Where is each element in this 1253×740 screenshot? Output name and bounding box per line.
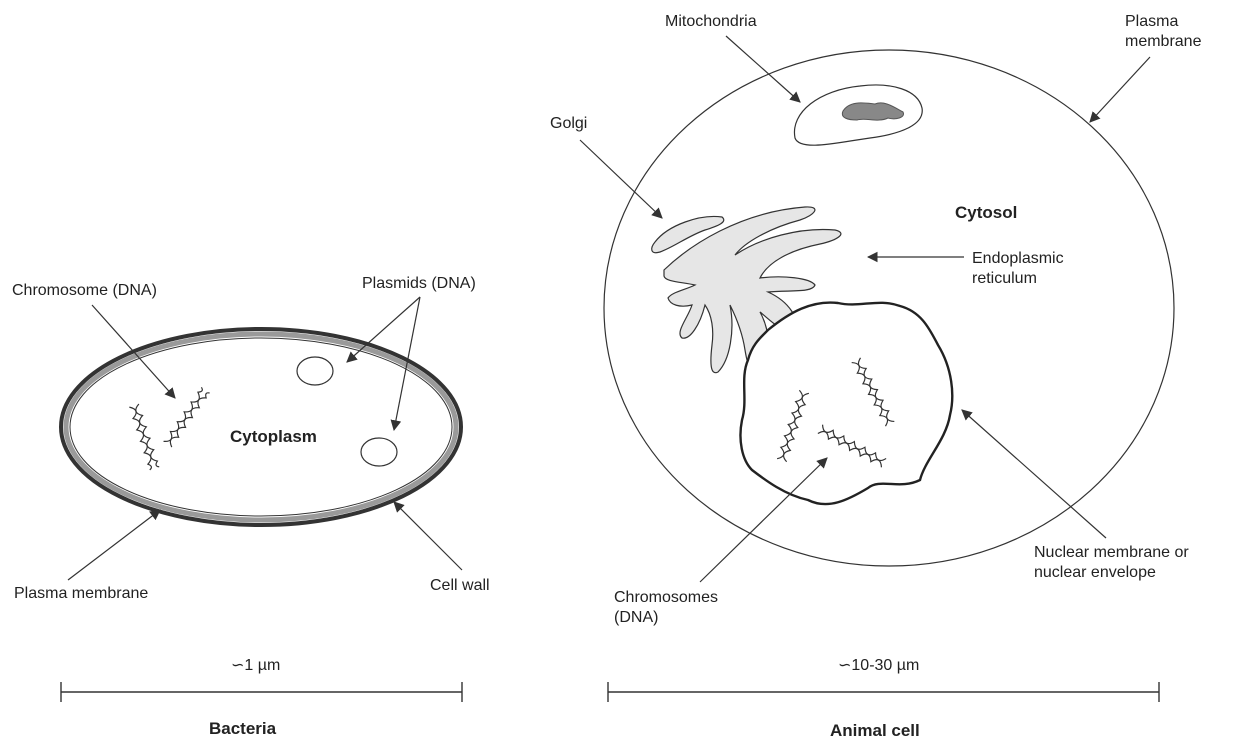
er-label-1: Endoplasmic: [972, 250, 1064, 267]
nuclear-membrane-label-2: nuclear envelope: [1034, 564, 1156, 581]
golgi-label: Golgi: [550, 115, 587, 132]
bacteria-chromosome-helix: [164, 387, 210, 447]
mitochondrion: [794, 85, 922, 145]
nuclear-membrane-label-1: Nuclear membrane or: [1034, 544, 1189, 561]
plasmids-label: Plasmids (DNA): [362, 275, 476, 292]
animal-cell: Cytosol Mitochondria Plasma membrane Gol…: [550, 13, 1202, 740]
er-label-2: reticulum: [972, 270, 1037, 287]
cell-wall-label: Cell wall: [430, 577, 490, 594]
cell-wall-arrow: [394, 502, 462, 570]
bacteria-chromosome-helix: [129, 404, 159, 470]
animal-plasma-membrane-arrow: [1090, 57, 1150, 122]
mitochondria-label: Mitochondria: [665, 13, 757, 30]
bacteria-cell: Cytoplasm Chromosome (DNA) Plasmids (DNA…: [12, 275, 490, 738]
bacteria-plasma-membrane-label: Plasma membrane: [14, 585, 148, 602]
cytosol-label: Cytosol: [955, 203, 1017, 222]
plasmid-circle-1: [297, 357, 333, 385]
animal-title: Animal cell: [830, 721, 920, 740]
plasmid-circle-2: [361, 438, 397, 466]
chromosome-arrow: [92, 305, 175, 398]
bacteria-title: Bacteria: [209, 719, 277, 738]
chromosomes-label-2: (DNA): [614, 609, 658, 626]
animal-scale-label: ∽10-30 µm: [838, 657, 919, 674]
nuclear-membrane-arrow: [962, 410, 1106, 538]
bacteria-scale-label: ∽1 µm: [231, 657, 280, 674]
golgi-arrow: [580, 140, 662, 218]
animal-plasma-membrane-label-2: membrane: [1125, 33, 1202, 50]
animal-plasma-membrane-label-1: Plasma: [1125, 13, 1178, 30]
cytoplasm-label: Cytoplasm: [230, 427, 317, 446]
chromosomes-label-1: Chromosomes: [614, 589, 718, 606]
bacteria-plasma-membrane-arrow: [68, 510, 160, 580]
nuclear-envelope: [740, 303, 952, 505]
mitochondria-arrow: [726, 36, 800, 102]
chromosome-label: Chromosome (DNA): [12, 282, 157, 299]
